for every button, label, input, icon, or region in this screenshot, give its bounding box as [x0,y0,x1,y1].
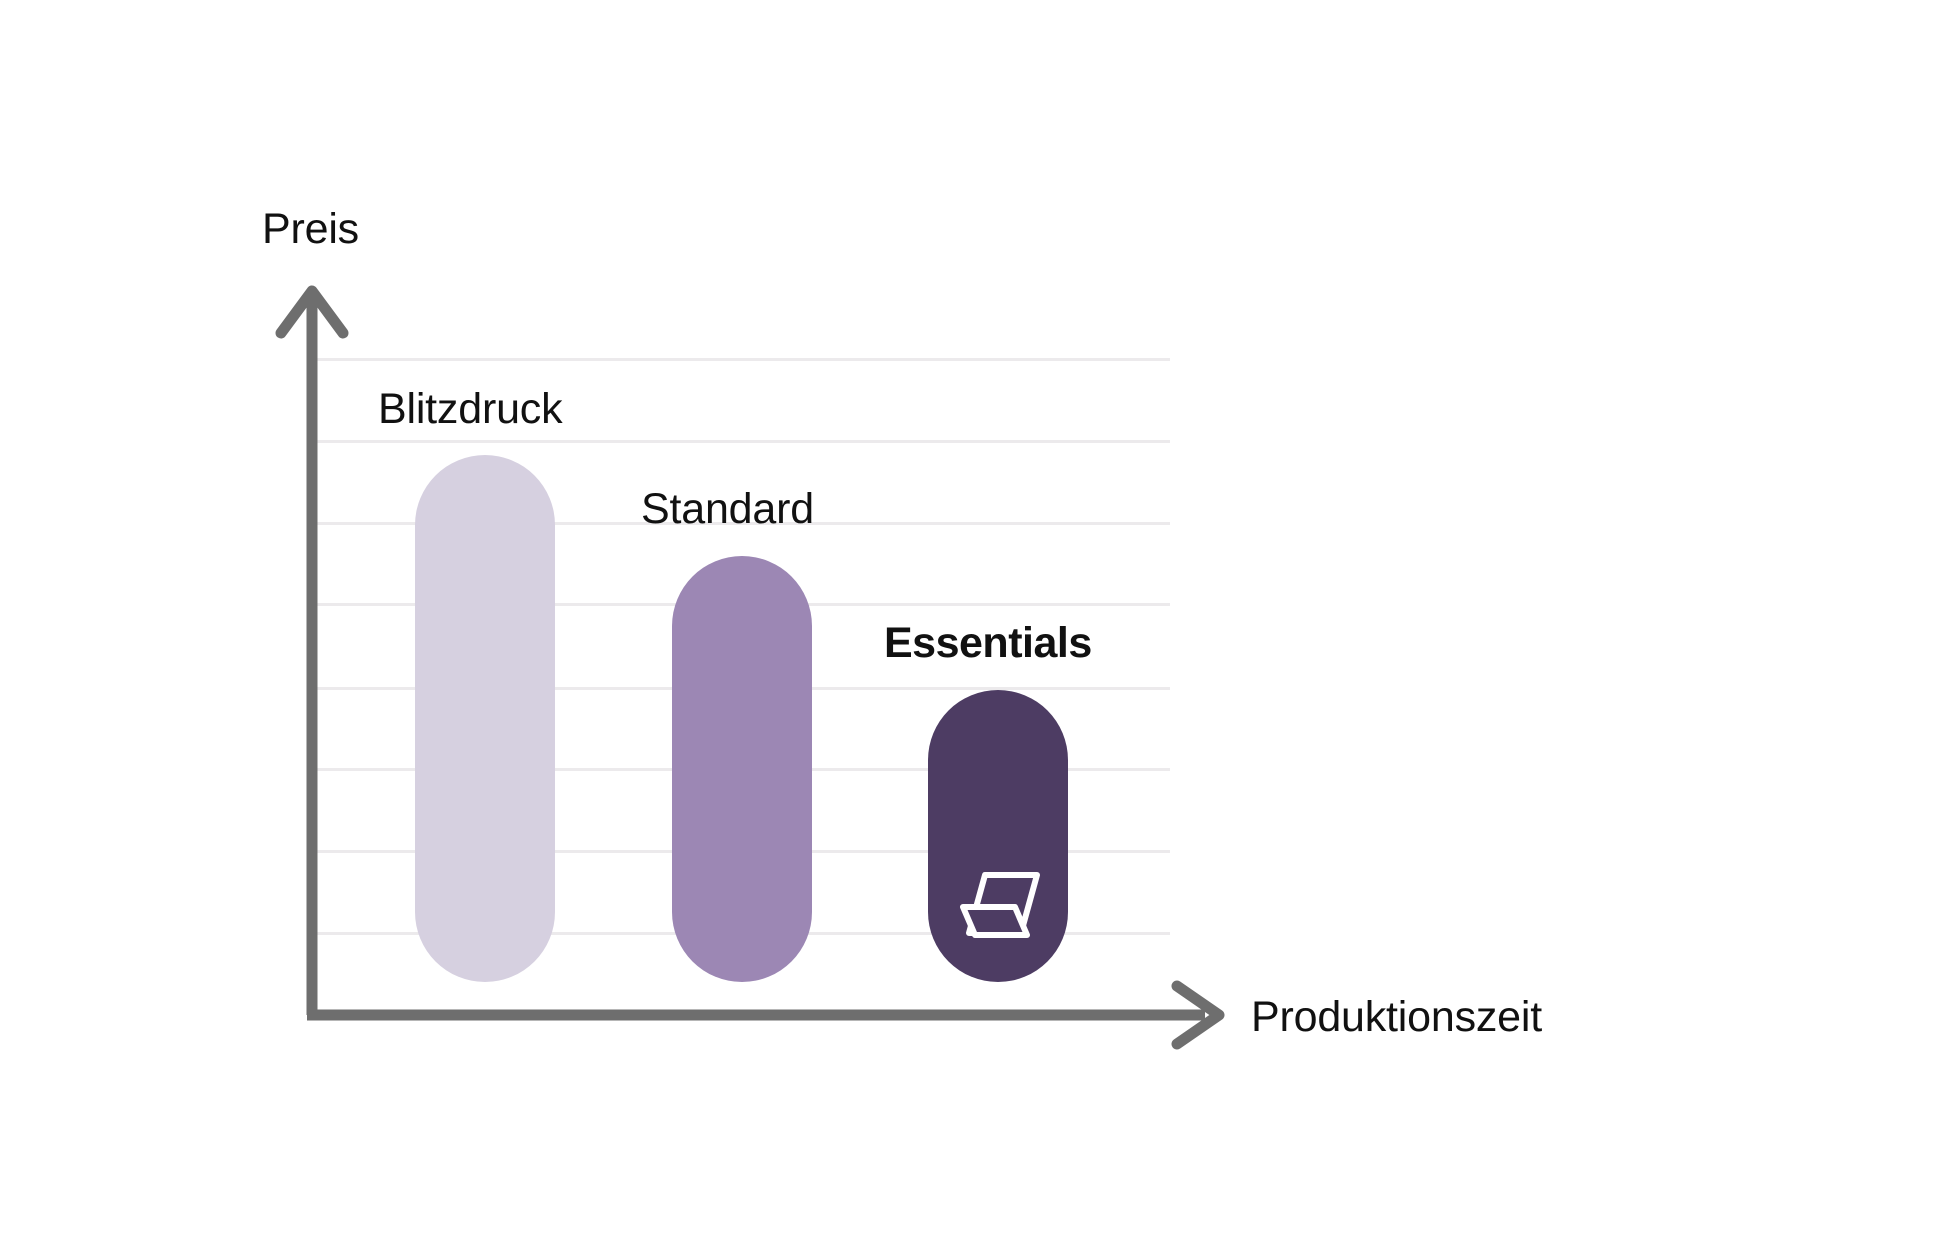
y-axis-arrowhead [275,285,349,339]
gridline [308,358,1170,361]
bar-label-standard: Standard [641,485,814,533]
bar-standard[interactable] [672,556,812,982]
essentials-folder-logo-icon [957,865,1045,945]
bar-blitzdruck[interactable] [415,455,555,982]
x-axis-title: Produktionszeit [1251,993,1542,1041]
folder-logo-svg [960,872,1040,938]
x-axis-arrowhead [1171,980,1225,1050]
gridline [308,522,1170,525]
bar-blitzdruck-shape [415,455,555,982]
bar-standard-shape [672,556,812,982]
y-axis-title: Preis [262,205,359,253]
bar-label-essentials: Essentials [884,619,1092,667]
bar-label-blitzdruck: Blitzdruck [378,385,563,433]
gridline [308,440,1170,443]
